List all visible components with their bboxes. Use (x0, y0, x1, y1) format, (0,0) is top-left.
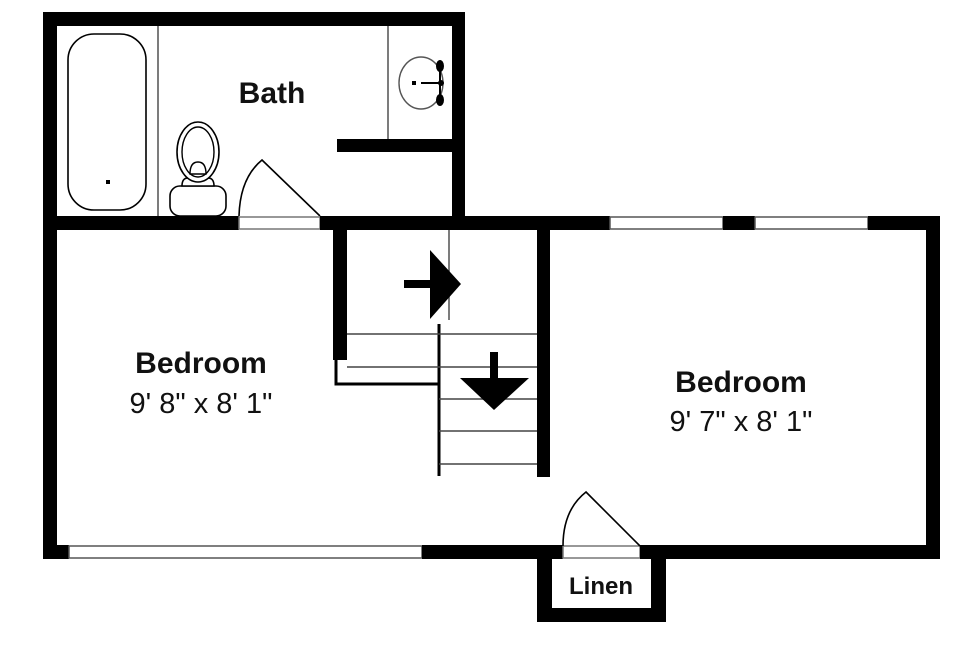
bathtub-icon (67, 26, 159, 216)
room-label-bedroom-right: Bedroom (675, 366, 807, 399)
sink-icon (387, 26, 444, 139)
toilet-icon (169, 121, 227, 217)
right-bedroom-walls (609, 216, 940, 559)
linen-closet-walls (537, 545, 666, 622)
linen-door[interactable] (562, 490, 641, 547)
room-dimensions-bedroom-right: 9' 7" x 8' 1" (670, 406, 813, 438)
room-label-bath: Bath (239, 77, 306, 110)
bottom-wall (43, 545, 940, 559)
room-label-bedroom-left: Bedroom (135, 347, 267, 380)
bath-door[interactable] (238, 158, 321, 217)
direction-arrow-down-icon (460, 352, 529, 410)
direction-arrow-right-icon (404, 250, 461, 319)
bath-walls (43, 12, 465, 559)
center-wall (43, 216, 610, 230)
room-dimensions-bedroom-left: 9' 8" x 8' 1" (130, 388, 273, 420)
room-label-linen: Linen (569, 573, 633, 600)
